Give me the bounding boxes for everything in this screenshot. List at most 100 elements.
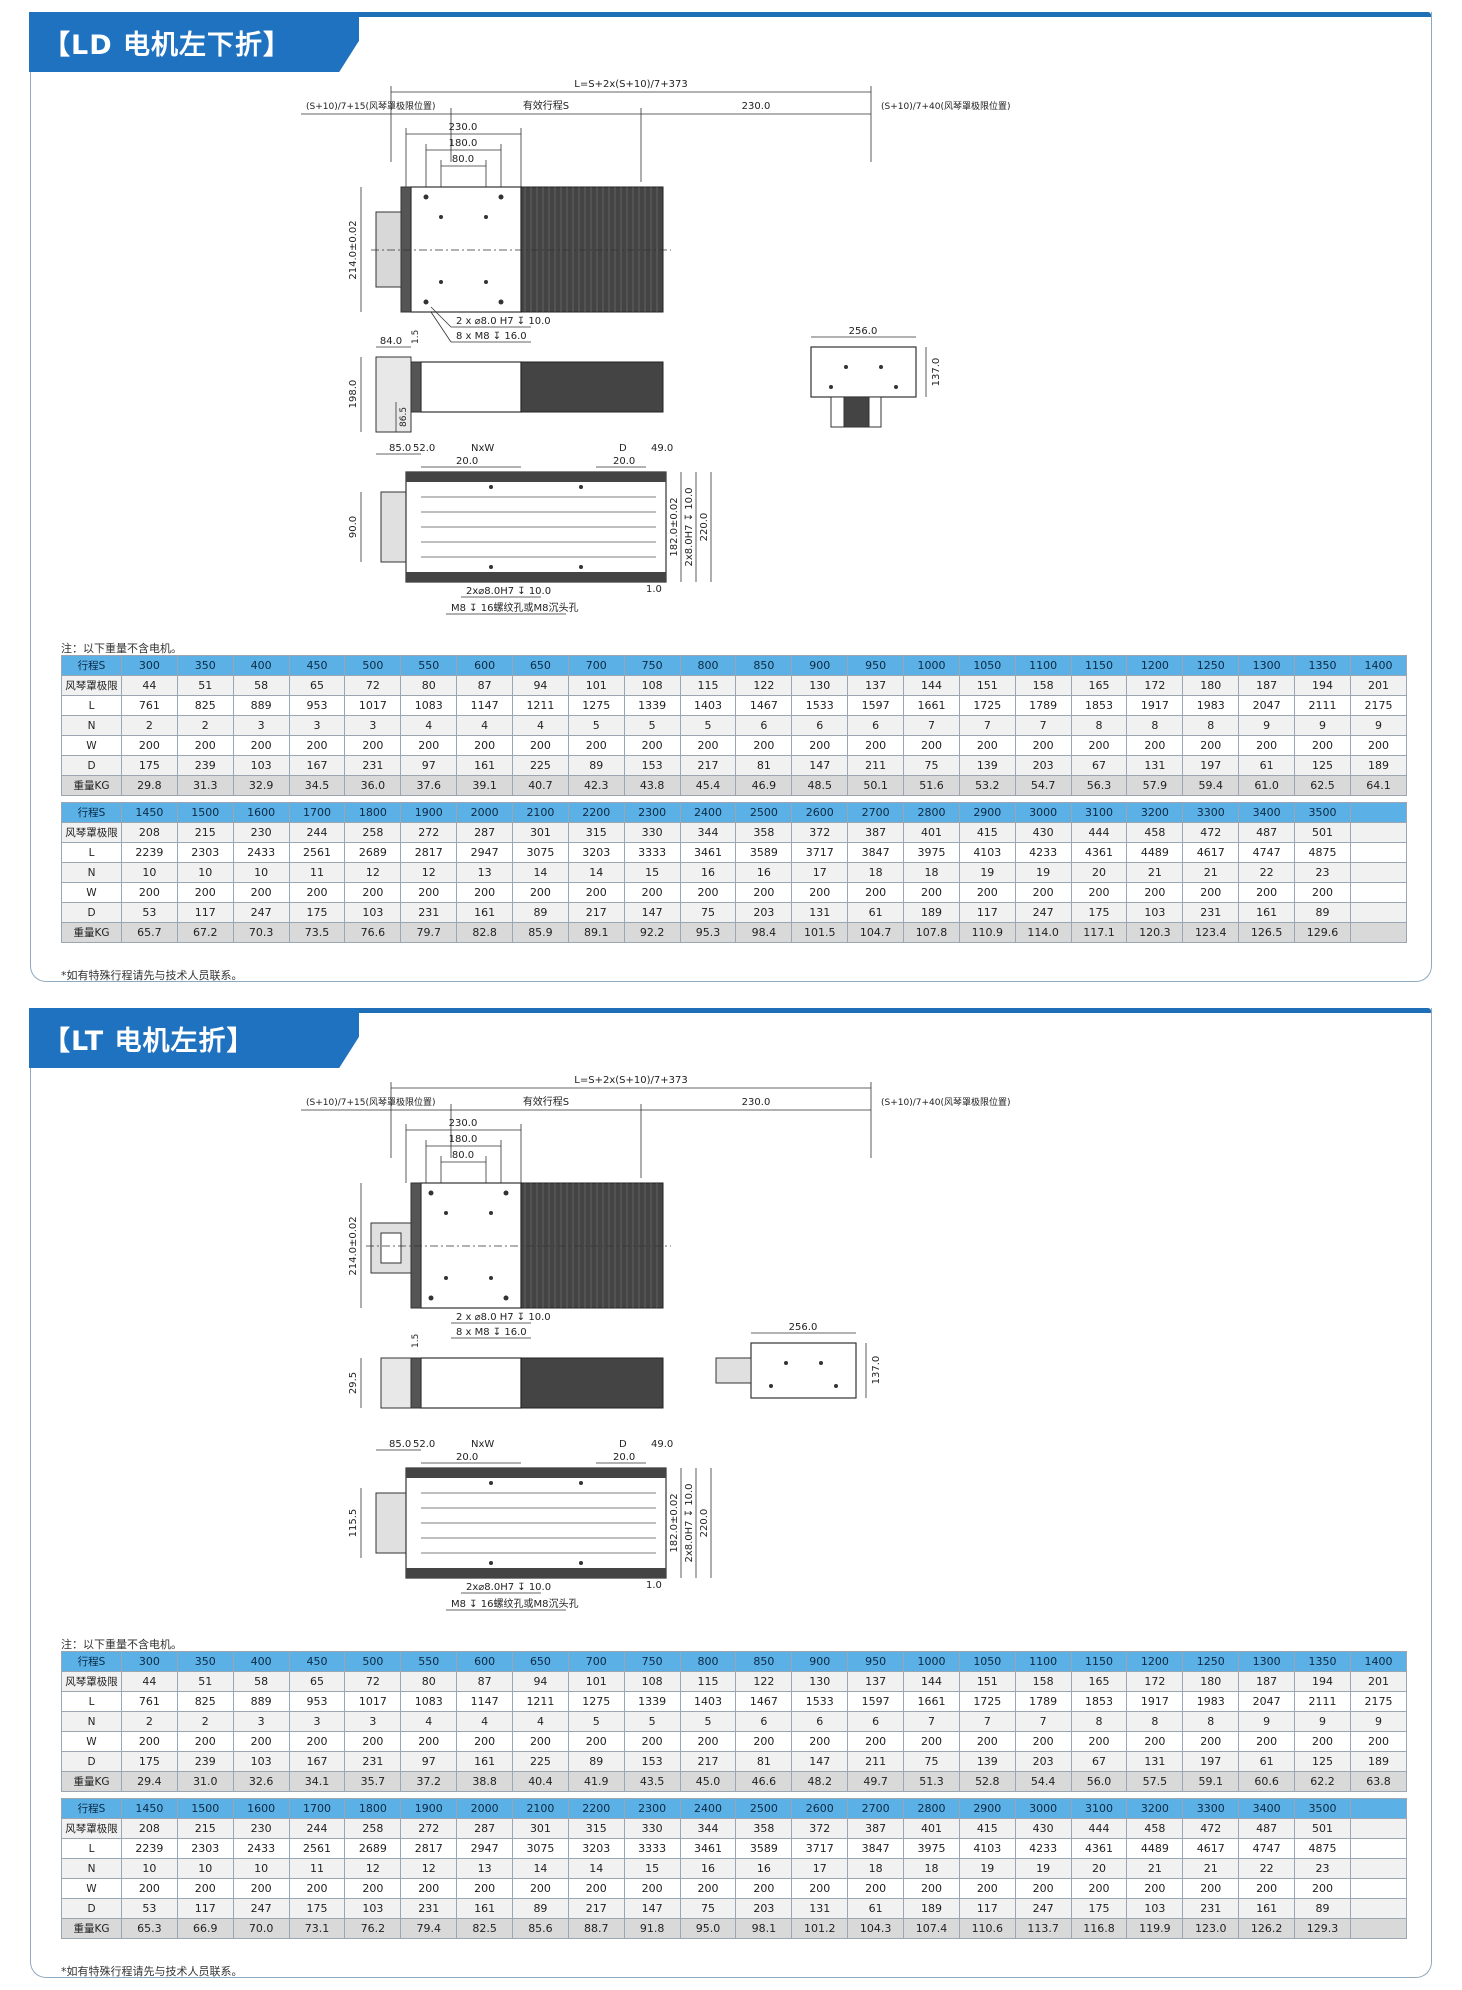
table-cell: 194 (1294, 1671, 1351, 1692)
table-cell: 80 (400, 675, 458, 696)
table-cell: 200 (512, 882, 569, 903)
table-cell: 203 (735, 1898, 793, 1919)
table-cell: 2400 (679, 802, 737, 823)
table-cell: 113.7 (1014, 1918, 1072, 1939)
table-cell: 189 (903, 1898, 960, 1919)
table-cell: 81 (735, 755, 793, 776)
table-cell: 10 (121, 862, 178, 883)
table-cell: 9 (1238, 715, 1296, 736)
table-cell: 3717 (791, 1838, 849, 1859)
table-cell: 60.6 (1238, 1771, 1296, 1792)
table-cell: 2600 (791, 1798, 849, 1819)
end-view (810, 336, 927, 428)
table-cell: 122 (735, 1671, 793, 1692)
table-cell: 272 (400, 1818, 458, 1839)
table-cell: 189 (1349, 755, 1408, 776)
row-label: N (61, 1711, 122, 1732)
table-cell: 200 (512, 735, 569, 756)
footnote: *如有特殊行程请先与技术人员联系。 (61, 1965, 243, 1978)
table-cell: 450 (288, 655, 346, 676)
table-cell: 61 (847, 902, 905, 923)
table-cell (1349, 1818, 1408, 1839)
table-cell: 200 (958, 882, 1016, 903)
table-cell: 472 (1182, 1818, 1240, 1839)
table-cell: 1600 (232, 802, 290, 823)
table-cell: 3200 (1126, 802, 1184, 823)
table-cell: 21 (1126, 862, 1184, 883)
table-cell (1349, 1898, 1408, 1919)
table-cell: 2111 (1294, 695, 1351, 716)
table-cell: 147 (791, 755, 849, 776)
table-cell: 200 (456, 735, 514, 756)
table-cell: 1661 (903, 695, 960, 716)
table-cell: 4 (400, 1711, 458, 1732)
table-cell: 175 (288, 1898, 346, 1919)
table-cell: 87 (456, 1671, 514, 1692)
table-cell: 430 (1014, 1818, 1072, 1839)
table-cell: 3300 (1182, 802, 1240, 823)
table-cell: 415 (958, 822, 1016, 843)
table-cell: 172 (1126, 1671, 1184, 1692)
table-cell (1349, 1798, 1408, 1819)
table-cell: 200 (567, 735, 625, 756)
table-cell: 200 (1238, 735, 1296, 756)
table-cell: 8 (1070, 1711, 1128, 1732)
table-cell: 57.9 (1126, 775, 1184, 796)
row-label: 行程S (61, 655, 122, 676)
table-cell: 108 (623, 675, 681, 696)
table-cell: 247 (1014, 902, 1072, 923)
table-cell: 200 (1294, 1878, 1351, 1899)
table-cell: 4 (400, 715, 458, 736)
table-cell: 18 (847, 862, 905, 883)
table-cell: 387 (847, 822, 905, 843)
table-cell: 200 (1238, 882, 1296, 903)
table-cell: 117.1 (1070, 922, 1128, 943)
table-cell: 401 (903, 822, 960, 843)
dim-85: 85.0 (389, 1439, 411, 1450)
dim-84: 84.0 (380, 336, 402, 347)
table-cell: 487 (1238, 822, 1296, 843)
table-cell: 1150 (1070, 655, 1128, 676)
table-cell: 3300 (1182, 1798, 1240, 1819)
table-cell: 197 (1182, 755, 1240, 776)
table-cell: 200 (1014, 1878, 1072, 1899)
dim-1-0: 1.0 (646, 584, 662, 595)
table-cell: 953 (288, 1691, 346, 1712)
table-cell: 344 (679, 822, 737, 843)
table-cell: 126.5 (1238, 922, 1296, 943)
table-cell: 58 (232, 675, 290, 696)
table-cell: 200 (958, 1731, 1016, 1752)
table-cell: 1350 (1294, 655, 1351, 676)
table-cell: 101.2 (791, 1918, 849, 1939)
table-cell: 300 (121, 1651, 178, 1672)
table-cell: 144 (903, 675, 960, 696)
table-cell: 4 (512, 715, 569, 736)
table-cell: 1250 (1182, 655, 1240, 676)
table-cell: 200 (567, 1731, 625, 1752)
dim-20a: 20.0 (456, 456, 478, 467)
table-cell: 2300 (623, 802, 681, 823)
table-cell: 258 (344, 1818, 402, 1839)
table-cell: 231 (1182, 1898, 1240, 1919)
row-label: 风琴罩极限 (61, 1671, 122, 1692)
table-cell: 450 (288, 1651, 346, 1672)
table-cell: 200 (847, 735, 905, 756)
table-cell: 301 (512, 822, 569, 843)
side-view (360, 1357, 664, 1409)
table-cell: 2000 (456, 1798, 514, 1819)
bottom-view (360, 453, 712, 615)
table-cell: 500 (344, 655, 402, 676)
table-cell: 458 (1126, 1818, 1184, 1839)
bottom-m8-note: M8 ↧ 16螺纹孔或M8沉头孔 (451, 1597, 578, 1610)
table-cell: 5 (623, 1711, 681, 1732)
table-cell (1349, 1838, 1408, 1859)
table-cell: 9 (1238, 1711, 1296, 1732)
table-cell: 175 (1070, 1898, 1128, 1919)
table-cell: 200 (344, 735, 402, 756)
table-cell: 1017 (344, 695, 402, 716)
